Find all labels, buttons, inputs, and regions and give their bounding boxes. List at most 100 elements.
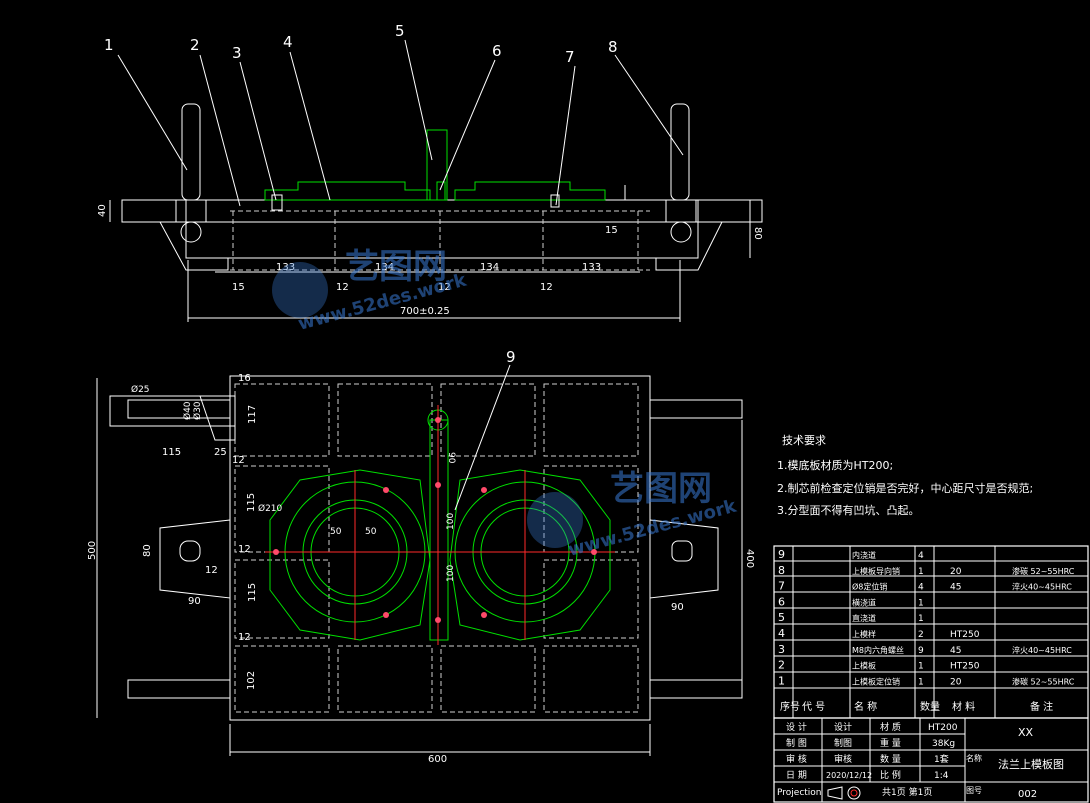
bom-cell-no: 3 xyxy=(778,643,785,656)
dim-h40: 40 xyxy=(97,204,108,217)
tech-requirements: 技术要求 1.模底板材质为HT200; 2.制芯前检查定位销是否完好，中心距尺寸… xyxy=(777,434,1033,517)
bom-cell-no: 7 xyxy=(778,580,785,593)
pattern-right-outline xyxy=(449,469,611,641)
bom-cell-name: 上模板导向销 xyxy=(852,566,900,576)
dim-dia30: Ø30 xyxy=(192,401,203,420)
bom-cell-no: 2 xyxy=(778,659,785,672)
tb-r5c: 共1页 第1页 xyxy=(882,786,932,798)
callout-2: 2 xyxy=(190,36,200,54)
pin-boss-left xyxy=(175,199,207,223)
tb-r5e: 002 xyxy=(1018,789,1037,800)
handle-bl xyxy=(127,679,231,699)
front-view: 40 80 15 133 134 134 133 15 12 12 12 700… xyxy=(97,22,763,322)
bom-header-code: 代 号 xyxy=(802,701,825,713)
tech-item-2: 2.制芯前检查定位销是否完好，中心距尺寸是否规范; xyxy=(777,481,1033,495)
tb-r1c: 材 质 xyxy=(880,721,901,733)
bom-cell-name: Ø8定位销 xyxy=(852,582,887,592)
tb-r2a: 制 图 xyxy=(786,737,807,749)
watermark-globe-icon xyxy=(272,262,328,318)
tb-r2d: 38Kg xyxy=(932,739,955,749)
bom-cell-material: 45 xyxy=(950,583,961,593)
projection-cone-icon xyxy=(827,786,843,800)
bom-cell-name: M8内六角螺丝 xyxy=(852,645,904,655)
dim-gap-d: 12 xyxy=(540,282,553,293)
detail-pin-hatch xyxy=(199,395,236,441)
bom-cell-name: 横浇道 xyxy=(852,597,876,607)
callout-3: 3 xyxy=(232,44,242,62)
dim-right90: 90 xyxy=(671,602,684,613)
watermark-globe-icon xyxy=(527,492,583,548)
left-lug xyxy=(159,221,229,271)
bom-cell-qty: 4 xyxy=(918,583,924,593)
title-block: 设 计 设计 材 质 HT200 XX 制 图 制图 重 量 38Kg 名称 审… xyxy=(773,717,1089,803)
bom-cell-qty: 1 xyxy=(918,677,924,687)
tb-r4c: 比 例 xyxy=(880,769,901,781)
bom-cell-name: 直浇道 xyxy=(852,613,876,623)
bom-cell-qty: 1 xyxy=(918,598,924,608)
tb-label-no: 图号 xyxy=(966,786,982,795)
dim-h102: 102 xyxy=(246,671,257,690)
bom-header-no: 序号 xyxy=(780,700,800,713)
guide-pin-right xyxy=(670,103,690,201)
watermark-2: 艺图网 www.52des.work xyxy=(527,469,739,561)
tb-r1e: XX xyxy=(1018,726,1034,739)
bom-table xyxy=(773,545,1089,719)
dim-slot100a: 100 xyxy=(446,513,456,530)
tb-r1a: 设 计 xyxy=(786,721,807,733)
watermark-brand-2: 艺图网 xyxy=(610,469,712,509)
bom-cell-no: 1 xyxy=(778,674,785,687)
bom-cell-no: 6 xyxy=(778,595,785,608)
plan-left-lug xyxy=(159,519,231,599)
bom-cell-material: HT250 xyxy=(950,662,980,672)
tech-title: 技术要求 xyxy=(782,434,826,447)
right-lug xyxy=(655,221,723,271)
tb-r3d: 1套 xyxy=(934,753,949,765)
bom-cell-qty: 4 xyxy=(918,551,924,561)
bom-cell-qty: 1 xyxy=(918,662,924,672)
guide-pin-left xyxy=(181,103,201,201)
callout-4: 4 xyxy=(283,33,293,51)
bom-cell-qty: 1 xyxy=(918,614,924,624)
tech-item-1: 1.模底板材质为HT200; xyxy=(777,458,893,472)
pattern-right-profile xyxy=(454,181,606,201)
dim-h117: 117 xyxy=(247,405,258,424)
dim-h500: 500 xyxy=(87,541,98,560)
bom-cell-name: 上模板定位销 xyxy=(852,676,900,686)
callout-5: 5 xyxy=(395,22,405,40)
callout-6: 6 xyxy=(492,42,502,60)
dim-right15: 15 xyxy=(605,225,618,236)
projection-circle-icon xyxy=(847,786,861,800)
tb-r2b: 制图 xyxy=(834,737,852,749)
bom-header-name: 名 称 xyxy=(854,700,877,713)
dim-left12: 12 xyxy=(205,565,218,576)
handle-tr xyxy=(649,399,743,419)
bom-cell-note: 淬火40~45HRC xyxy=(1012,582,1072,592)
tb-label-name: 名称 xyxy=(966,753,982,763)
dim-h115a: 115 xyxy=(246,493,257,512)
callout-8: 8 xyxy=(608,38,618,56)
tb-r4b: 2020/12/12 xyxy=(826,771,872,780)
bom-cell-no: 4 xyxy=(778,627,785,640)
plan-right-lug xyxy=(649,519,719,599)
dim-h12b: 12 xyxy=(238,544,251,555)
bom-cell-material: 45 xyxy=(950,646,961,656)
tb-r1d: HT200 xyxy=(928,723,958,733)
tb-r3a: 审 核 xyxy=(786,753,807,765)
callout-9: 9 xyxy=(506,348,516,366)
dim-slot100b: 100 xyxy=(446,565,456,582)
bom-cell-material: 20 xyxy=(950,677,962,687)
bom-cell-no: 9 xyxy=(778,548,785,561)
dim-h400: 400 xyxy=(744,549,755,568)
runner xyxy=(436,181,446,201)
pattern-left-outline xyxy=(269,469,431,641)
dim-in50b: 50 xyxy=(365,527,377,537)
tb-r3e: 法兰上模板图 xyxy=(998,757,1064,771)
dim-gap-b: 12 xyxy=(336,282,349,293)
bom-cell-no: 5 xyxy=(778,611,785,624)
plan-view: 9 Ø25 Ø40 Ø30 115 25 16 117 12 115 12 11… xyxy=(87,348,755,765)
tb-r4d: 1:4 xyxy=(934,771,949,781)
dim-h12c: 12 xyxy=(238,632,251,643)
handle-br xyxy=(649,679,743,699)
